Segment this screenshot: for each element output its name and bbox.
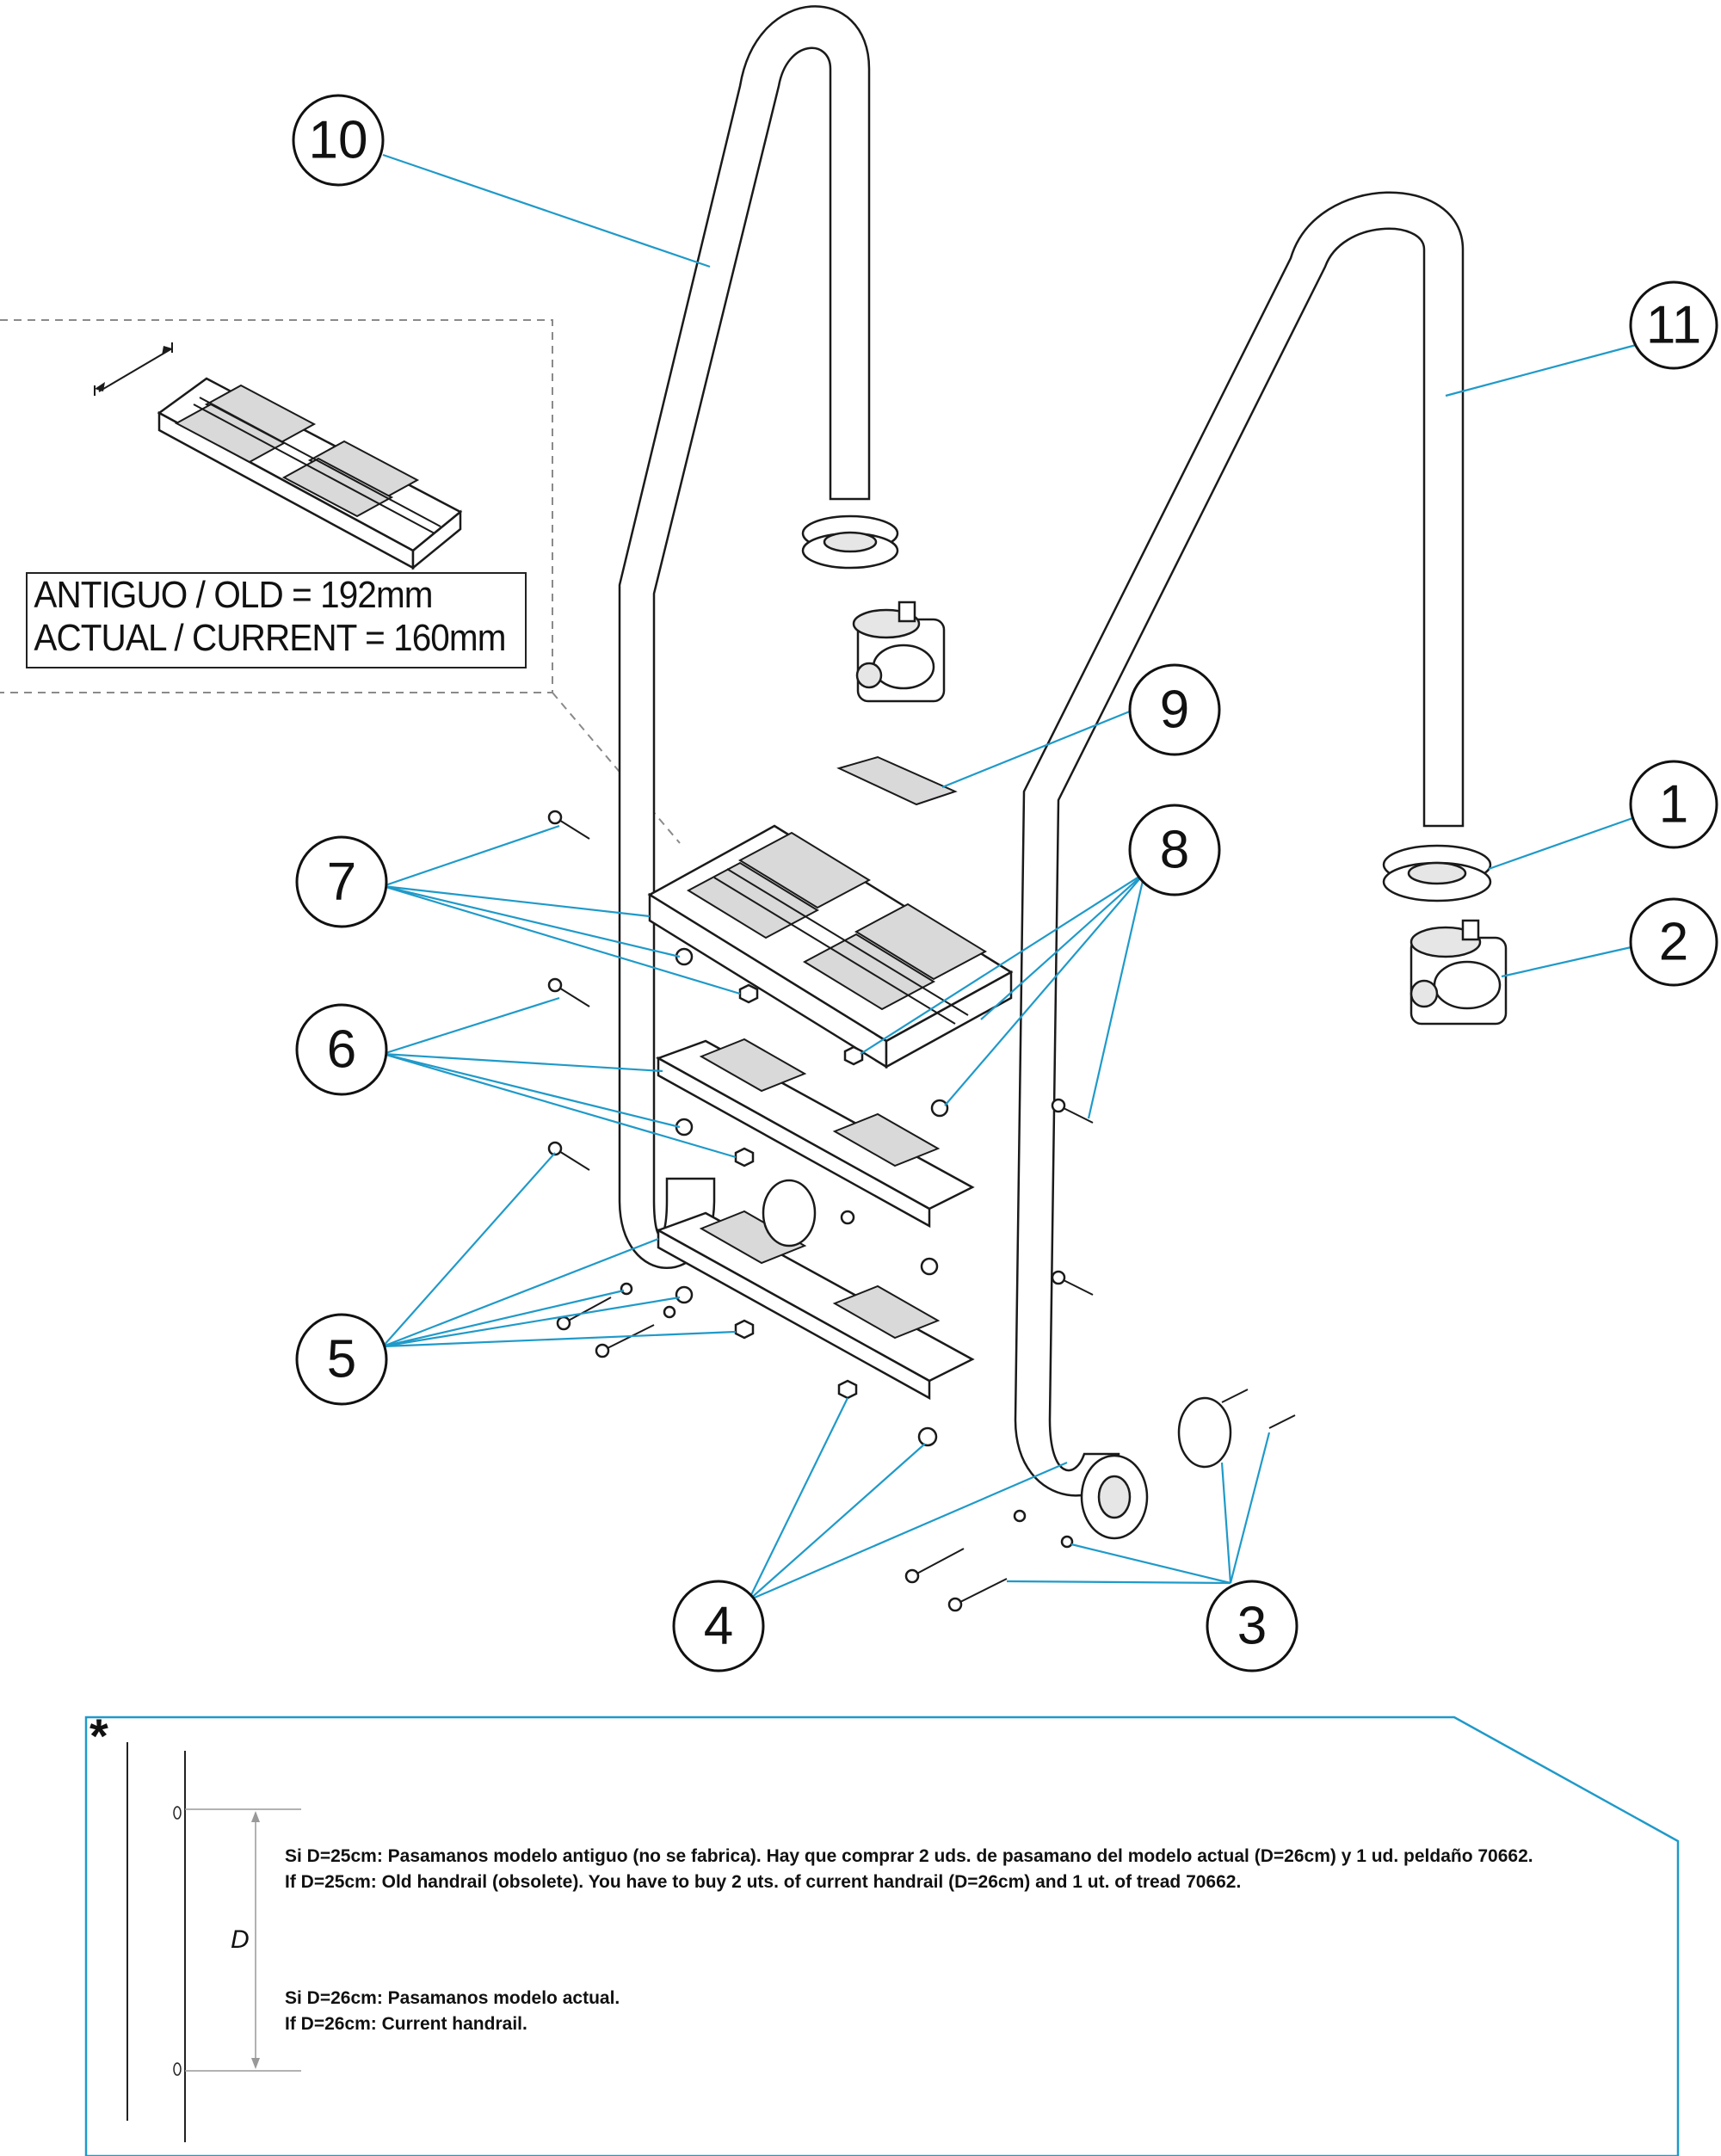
detail-frame: [0, 319, 681, 844]
washer-3a: [1013, 1509, 1027, 1523]
bolt-8: [1051, 1098, 1094, 1124]
callout-5: 5: [295, 1313, 388, 1406]
detail-tread-drawing: [94, 342, 463, 570]
anchor-plug-b: [1268, 1414, 1296, 1429]
svg-text:2: 2: [1659, 913, 1688, 972]
escutcheon-upper: [801, 514, 899, 570]
callout-11: 11: [1629, 280, 1718, 370]
svg-text:5: 5: [327, 1330, 356, 1389]
note-line-en-25: If D=25cm: Old handrail (obsolete). You …: [285, 1872, 1242, 1892]
nut-5: [734, 1319, 755, 1340]
bolt-7: [547, 810, 590, 840]
anchor-right: [1409, 919, 1508, 1026]
escutcheon-right: [1382, 844, 1492, 902]
callout-8: 8: [1128, 804, 1221, 896]
callout-10: 10: [292, 94, 385, 187]
note-asterisk: *: [89, 1709, 108, 1763]
washer-5c: [663, 1305, 676, 1319]
tread-top: [647, 824, 1014, 1069]
note-box-frame: [84, 1716, 1680, 2156]
tread-size-old: ANTIGUO / OLD = 192mm: [34, 574, 433, 616]
callout-3: 3: [1206, 1580, 1298, 1672]
washer-8: [930, 1099, 949, 1118]
anchor-plug-a: [1221, 1389, 1249, 1403]
flange-plate: [762, 1179, 817, 1247]
flange-plate-3: [1177, 1396, 1232, 1469]
svg-text:3: 3: [1237, 1597, 1267, 1656]
nut-4: [837, 1379, 858, 1400]
note-schematic: [126, 1742, 301, 2142]
nut-8: [843, 1045, 864, 1066]
washer-3b: [1060, 1535, 1074, 1549]
svg-text:4: 4: [704, 1597, 733, 1656]
bolt-5: [547, 1141, 590, 1171]
screw-4a: [904, 1548, 965, 1584]
dimension-d-label: D: [231, 1925, 250, 1954]
screw-5b: [595, 1324, 655, 1358]
tread-size-label: ANTIGUO / OLD = 192mm ACTUAL / CURRENT =…: [26, 572, 527, 668]
bottom-flange: [1080, 1454, 1149, 1540]
washer-small-a: [840, 1210, 855, 1225]
callout-1: 1: [1629, 760, 1718, 849]
washer-5a: [620, 1282, 633, 1296]
note-line-es-26: Si D=26cm: Pasamanos modelo actual.: [285, 1988, 620, 2008]
callout-7: 7: [295, 835, 388, 928]
leader-lines: [382, 153, 1640, 1602]
callout-9: 9: [1128, 663, 1221, 756]
svg-text:9: 9: [1160, 681, 1189, 740]
tread-middle: [655, 1038, 975, 1229]
svg-text:7: 7: [327, 853, 356, 912]
callout-4: 4: [672, 1580, 765, 1672]
tread-size-current: ACTUAL / CURRENT = 160mm: [34, 617, 506, 659]
svg-text:6: 6: [327, 1020, 356, 1080]
svg-text:11: 11: [1646, 296, 1701, 355]
note-line-es-25: Si D=25cm: Pasamanos modelo antiguo (no …: [285, 1846, 1533, 1866]
antislip-strip: [836, 755, 958, 806]
tread-bottom: [655, 1210, 975, 1401]
callout-6: 6: [295, 1003, 388, 1096]
svg-text:8: 8: [1160, 821, 1189, 880]
svg-text:1: 1: [1659, 775, 1688, 835]
screw-4b: [947, 1578, 1008, 1612]
washer-4: [917, 1426, 938, 1447]
handrail-right: [1014, 191, 1465, 1497]
washer-small-b: [920, 1257, 939, 1276]
bolt-6: [547, 977, 590, 1007]
washer-5b: [675, 1285, 694, 1304]
bolt-8b: [1051, 1270, 1094, 1296]
callout-2: 2: [1629, 897, 1718, 987]
screw-5a: [556, 1297, 612, 1331]
anchor-upper: [852, 601, 946, 703]
svg-text:10: 10: [309, 111, 368, 170]
note-line-en-26: If D=26cm: Current handrail.: [285, 2014, 527, 2034]
nut-7: [738, 983, 759, 1004]
nut-6: [734, 1147, 755, 1167]
